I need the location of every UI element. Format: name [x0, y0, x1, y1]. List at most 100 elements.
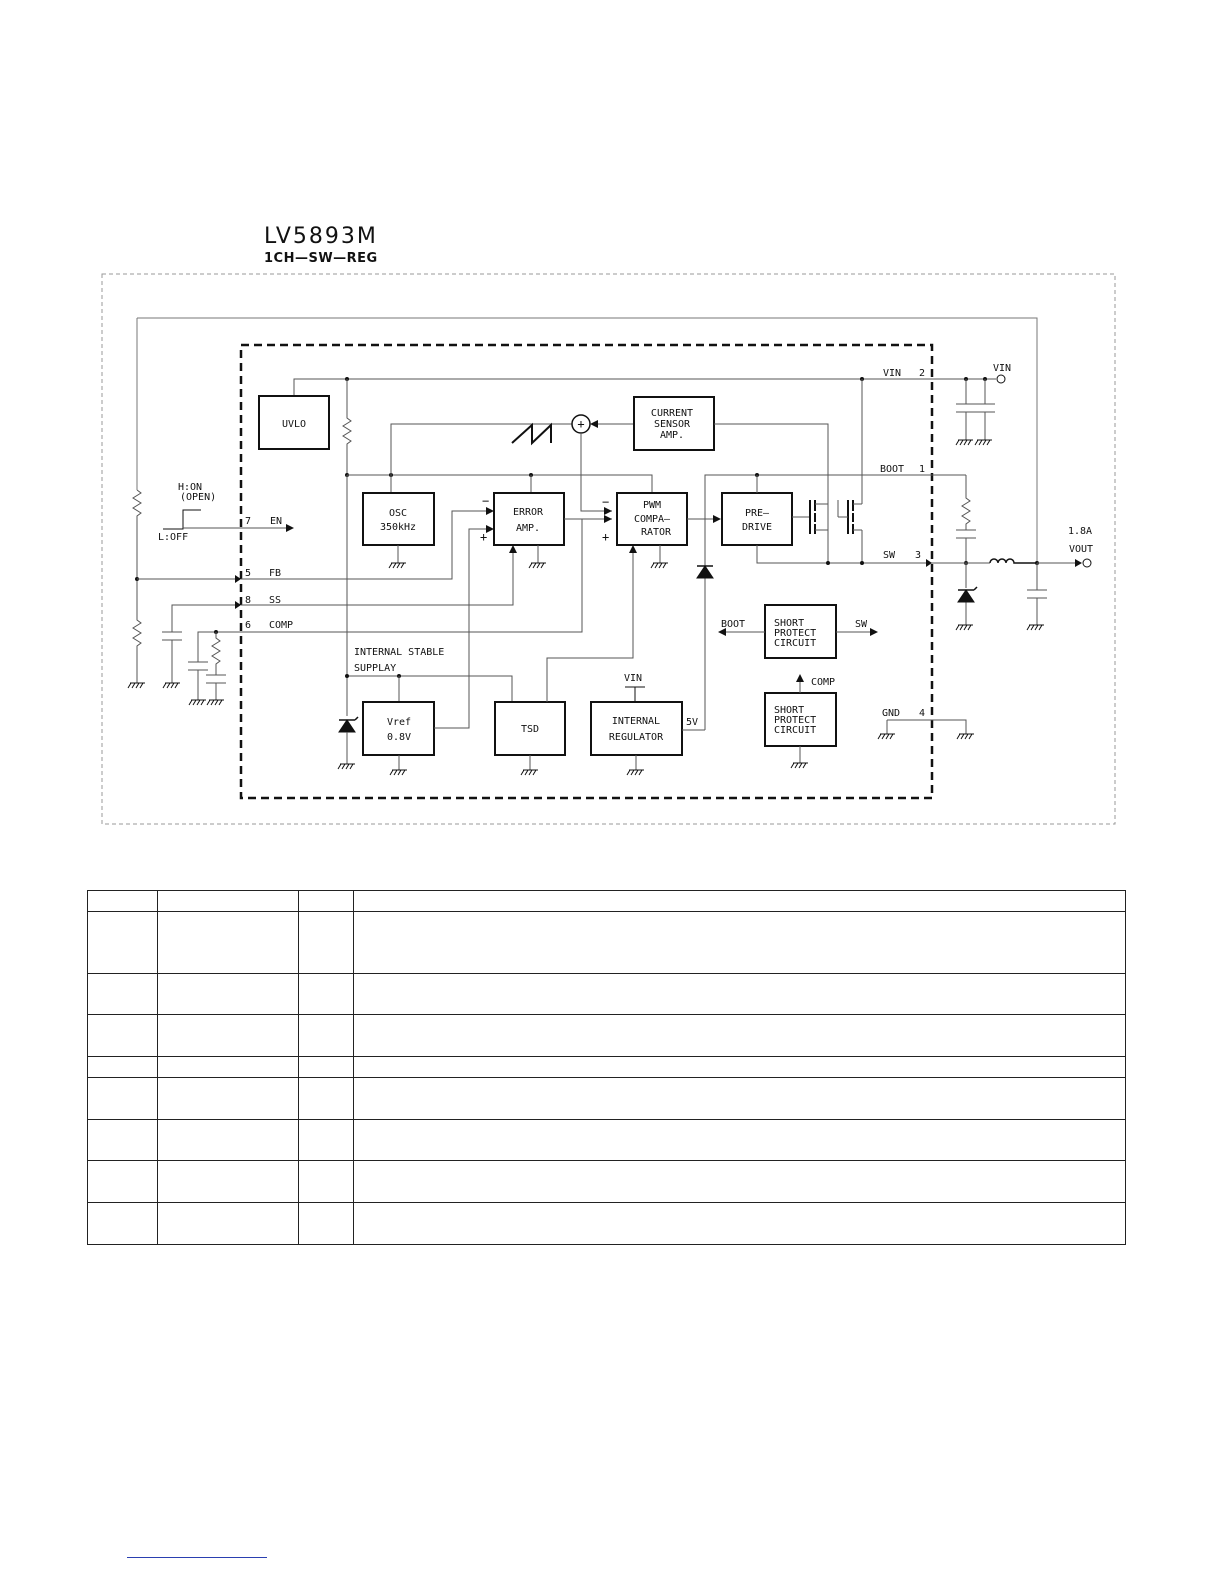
vout-label: VOUT: [1069, 544, 1093, 555]
mosfet-icon: [837, 500, 862, 534]
sp-comp-label: COMP: [811, 677, 835, 688]
table-cell: [353, 890, 1126, 912]
regulator-vin-label: VIN: [624, 673, 642, 684]
table-cell: [87, 1160, 158, 1203]
short-protect-1-line1: SHORT: [774, 618, 804, 629]
table-cell: [157, 1056, 299, 1078]
ic-boundary: [239, 343, 934, 800]
table-cell: [353, 1077, 1126, 1120]
sawtooth-icon: [511, 422, 552, 446]
table-row: [87, 1160, 1126, 1203]
error-amp-minus: −: [482, 494, 489, 508]
sp-boot-label: BOOT: [721, 619, 745, 630]
regulator-line1: INTERNAL: [612, 716, 660, 727]
tsd-block: TSD: [521, 724, 539, 735]
regulator-out-label: 5V: [686, 717, 698, 728]
sw-pin-number: 3: [915, 550, 921, 561]
svg-text:+: +: [577, 417, 584, 431]
table-cell: [157, 1119, 299, 1161]
short-protect-2-line2: PROTECT: [774, 715, 816, 726]
vin-pin-label: VIN: [883, 368, 901, 379]
table-cell: [157, 1077, 299, 1120]
en-pin-number: 7: [245, 516, 251, 527]
table-row: [87, 890, 1126, 912]
table-cell: [298, 911, 354, 974]
table-cell: [298, 973, 354, 1015]
inductor-icon: [989, 558, 1037, 564]
short-protect-1-line2: PROTECT: [774, 628, 816, 639]
table-cell: [157, 1014, 299, 1057]
fb-pin-number: 5: [245, 568, 251, 579]
table-cell: [353, 911, 1126, 974]
table-cell: [157, 973, 299, 1015]
table-cell: [157, 890, 299, 912]
pwm-line2: COMPA—: [634, 514, 671, 525]
current-sensor-line2: SENSOR: [654, 419, 691, 430]
comp-pin-number: 6: [245, 620, 251, 631]
current-sensor-line3: AMP.: [660, 430, 684, 441]
page-title: LV5893M: [264, 224, 378, 249]
table-cell: [353, 1119, 1126, 1161]
gnd-pin-number: 4: [919, 708, 925, 719]
error-amp-plus: +: [480, 530, 487, 544]
pin-description-table: [87, 890, 1126, 1245]
table-row: [87, 1014, 1126, 1057]
vout-current: 1.8A: [1068, 526, 1092, 537]
vin-terminal: [996, 374, 1006, 384]
footer-link-underline[interactable]: [127, 1557, 267, 1558]
uvlo-block: UVLO: [282, 419, 306, 430]
regulator-line2: REGULATOR: [609, 732, 664, 743]
table-cell: [87, 890, 158, 912]
ss-pin-label: SS: [269, 595, 281, 606]
table-cell: [298, 890, 354, 912]
current-sensor-line1: CURRENT: [651, 408, 693, 419]
table-row: [87, 911, 1126, 974]
table-cell: [298, 1119, 354, 1161]
outer-frame: [101, 273, 1116, 825]
table-cell: [87, 911, 158, 974]
table-cell: [87, 1056, 158, 1078]
error-amp-line2: AMP.: [516, 523, 540, 534]
table-cell: [298, 1014, 354, 1057]
vref-line1: Vref: [387, 717, 411, 728]
osc-label: OSC: [389, 508, 407, 519]
table-cell: [353, 1202, 1126, 1245]
table-cell: [87, 1202, 158, 1245]
table-cell: [353, 1160, 1126, 1203]
short-protect-2-line1: SHORT: [774, 705, 804, 716]
pwm-plus: +: [602, 530, 609, 544]
table-cell: [298, 1160, 354, 1203]
short-protect-1-line3: CIRCUIT: [774, 638, 816, 649]
table-cell: [353, 973, 1126, 1015]
boot-pin-number: 1: [919, 464, 925, 475]
block-diagram: VIN VIN 2 UVLO OSC 350kHz + CURRENT SENS…: [101, 273, 1116, 825]
osc-frequency: 350kHz: [380, 522, 416, 533]
mosfet-icon: [809, 498, 829, 534]
internal-stable-label: INTERNAL STABLE: [354, 647, 444, 658]
table-cell: [298, 1202, 354, 1245]
ss-pin-number: 8: [245, 595, 251, 606]
table-cell: [87, 1119, 158, 1161]
vin-terminal-label: VIN: [993, 363, 1011, 374]
table-cell: [298, 1056, 354, 1078]
page-subtitle: 1CH—SW—REG: [264, 251, 378, 266]
vout-terminal: [1082, 558, 1092, 568]
pwm-line1: PWM: [643, 500, 661, 511]
table-cell: [157, 1160, 299, 1203]
table-cell: [157, 1202, 299, 1245]
en-high-label: H:ON: [178, 482, 202, 493]
short-protect-2-line3: CIRCUIT: [774, 725, 816, 736]
sw-pin-label: SW: [883, 550, 896, 561]
table-row: [87, 973, 1126, 1015]
en-low-label: L:OFF: [158, 532, 188, 543]
table-cell: [298, 1077, 354, 1120]
table-row: [87, 1202, 1126, 1245]
table-cell: [157, 911, 299, 974]
pwm-minus: −: [602, 495, 609, 509]
table-row: [87, 1077, 1126, 1120]
table-cell: [353, 1056, 1126, 1078]
sp-sw-label: SW: [855, 619, 868, 630]
table-row: [87, 1056, 1126, 1078]
fb-pin-label: FB: [269, 568, 281, 579]
en-open-label: (OPEN): [180, 492, 216, 503]
